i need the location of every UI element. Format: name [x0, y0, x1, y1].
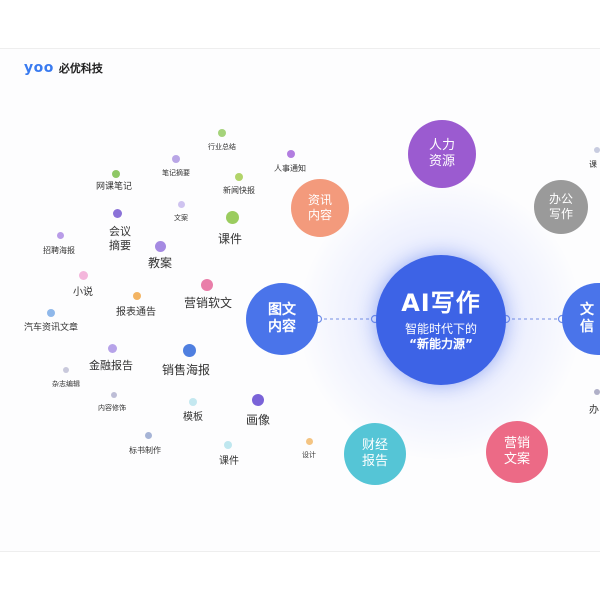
topic-label: 画像 [246, 413, 271, 427]
topic-label: 会议摘要 [108, 225, 132, 253]
topic-label: 标书制作 [129, 446, 161, 455]
topic-label: 小说 [73, 287, 93, 298]
topic-dot [108, 344, 117, 353]
category-office-line2: 写作 [548, 207, 573, 221]
right-hub-line2: 信 [580, 319, 594, 335]
category-finance-line1: 财经 [361, 437, 388, 453]
category-news-line1: 资讯 [307, 193, 332, 207]
topic-label: 模板 [183, 412, 203, 423]
brand-logo: yoo 必优科技 [24, 60, 103, 76]
topic-label: 销售海报 [162, 363, 211, 377]
category-news-line2: 内容 [307, 208, 332, 222]
topic-dot [112, 170, 120, 178]
topic-label-text: 会议摘要 [109, 225, 131, 252]
topic-dot [172, 155, 180, 163]
right-hub-line1: 文 [580, 301, 594, 318]
topic-dot [178, 201, 185, 208]
topic-label: 新闻快报 [223, 186, 255, 195]
topic-label: 招聘海报 [43, 246, 75, 255]
topic-label: 行业总结 [208, 143, 236, 151]
topic-dot [111, 392, 117, 398]
topic-dot [155, 241, 166, 252]
topic-dot [47, 309, 55, 317]
topic-label: 网课笔记 [96, 182, 133, 192]
topic-label: 课件 [218, 232, 243, 246]
topic-label: 教案 [148, 256, 173, 270]
topic-label: 办 [589, 405, 599, 416]
center-subtitle: 智能时代下的 [404, 322, 477, 336]
brand-name: 必优科技 [58, 62, 103, 75]
category-finance-line2: 报告 [361, 454, 388, 469]
topic-label: 笔记摘要 [162, 169, 190, 177]
topic-label: 课件 [219, 456, 239, 467]
left-hub-line1: 图文 [268, 301, 296, 318]
topic-label: 课 [589, 160, 597, 169]
topic-dot [218, 129, 226, 137]
topic-label: 人事通知 [274, 164, 306, 173]
topic-dot [63, 367, 69, 373]
category-marketing-line1: 营销 [503, 435, 530, 451]
topic-dot [226, 211, 239, 224]
category-marketing-circle: 营销 文案 [486, 421, 548, 483]
topic-dot [287, 150, 295, 158]
topic-dot [189, 398, 197, 406]
category-hr-circle: 人力 资源 [408, 120, 476, 188]
brand-mark: yoo [24, 60, 54, 76]
topic-dot [594, 147, 600, 153]
category-marketing-line2: 文案 [503, 452, 530, 467]
topic-label: 金融报告 [89, 359, 133, 372]
category-office-circle: 办公 写作 [534, 180, 588, 234]
center-title: AI写作 [401, 289, 481, 317]
center-tagline: “新能力源” [409, 337, 473, 351]
topic-dot [306, 438, 313, 445]
topic-label: 文案 [174, 214, 188, 222]
center-circle: AI写作 智能时代下的 “新能力源” [376, 255, 506, 385]
topic-dot [201, 279, 213, 291]
category-office-line1: 办公 [548, 192, 573, 206]
category-hr-line2: 资源 [428, 154, 455, 169]
topic-dot [145, 432, 152, 439]
topic-dot [183, 344, 196, 357]
left-hub-line2: 内容 [268, 319, 296, 335]
topic-label: 报表通告 [116, 307, 156, 318]
topic-dot [252, 394, 264, 406]
left-hub-circle: 图文 内容 [246, 283, 318, 355]
category-finance-circle: 财经 报告 [344, 423, 406, 485]
topic-label: 设计 [302, 451, 316, 459]
topic-dot [57, 232, 64, 239]
topic-dot [79, 271, 88, 280]
diagram-canvas: AI写作 智能时代下的 “新能力源” 图文 内容 文 信 人力 资源 资讯 内容… [0, 48, 600, 552]
topic-dot [235, 173, 243, 181]
topic-label: 杂志编辑 [52, 380, 80, 388]
category-news-circle: 资讯 内容 [291, 179, 349, 237]
topic-dot [594, 389, 600, 395]
topic-dot [224, 441, 232, 449]
topic-label: 营销软文 [184, 296, 233, 310]
category-hr-line1: 人力 [428, 137, 455, 153]
topic-dot [133, 292, 141, 300]
topic-label: 汽车资讯文章 [24, 323, 79, 333]
topic-label: 内容修饰 [98, 404, 126, 412]
topic-dot [113, 209, 122, 218]
